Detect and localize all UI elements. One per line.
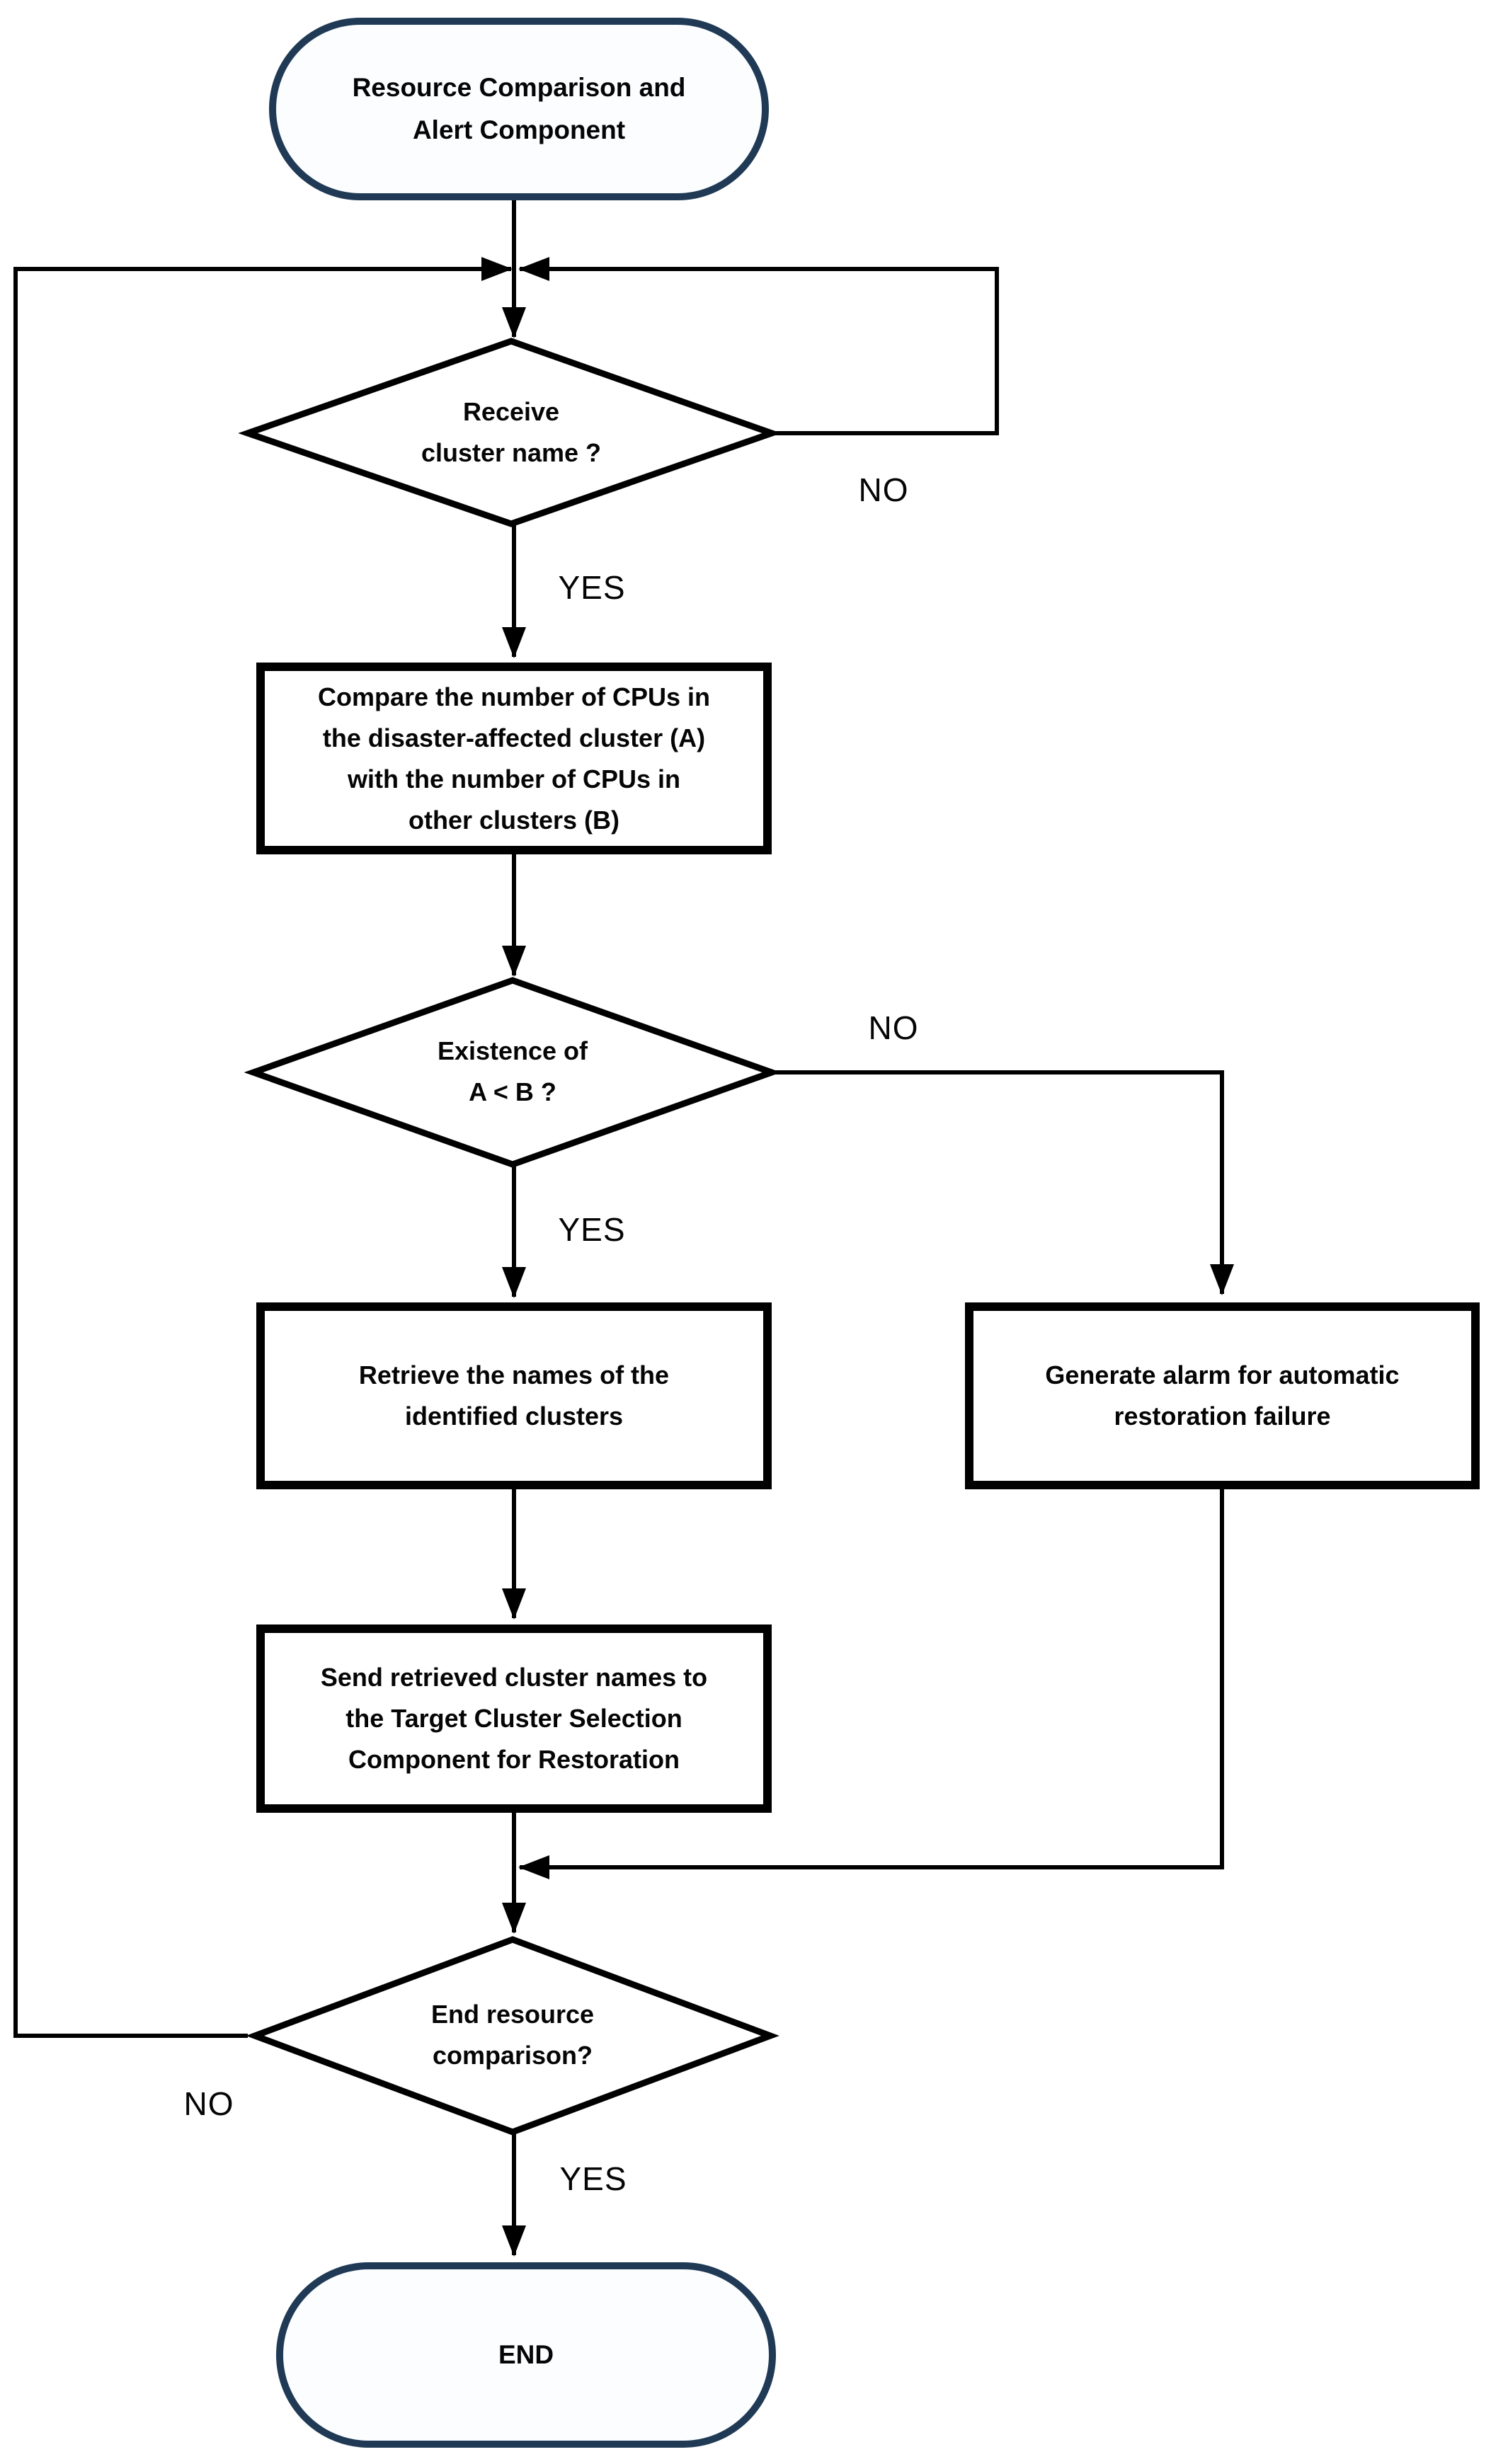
edge-label-exist-no: NO	[868, 1009, 919, 1046]
decision-existence-a-lt-b	[244, 977, 782, 1168]
connector-receive-no-loop	[518, 257, 999, 435]
edge-label-exist-yes: YES	[558, 1211, 626, 1248]
edge-label-receive-yes: YES	[558, 569, 626, 606]
connector-endq-no-loop	[13, 257, 513, 2038]
edge-label-endq-no: NO	[183, 2085, 234, 2122]
terminator-start: Resource Comparison and Alert Component	[269, 18, 769, 200]
process-generate-alarm: Generate alarm for automatic restoration…	[965, 1302, 1480, 1489]
decision-end-resource-comparison	[246, 1936, 779, 2136]
edge-label-receive-no: NO	[858, 471, 909, 508]
connector-alarm-to-merge	[518, 1489, 1224, 1879]
edge-label-endq-yes: YES	[559, 2160, 627, 2197]
terminator-end: END	[276, 2262, 776, 2448]
process-send-cluster-names: Send retrieved cluster names to the Targ…	[256, 1624, 772, 1813]
process-compare-cpus: Compare the number of CPUs in the disast…	[256, 663, 772, 854]
connector-exist-no	[772, 1070, 1234, 1295]
process-retrieve-cluster-names: Retrieve the names of the identified clu…	[256, 1302, 772, 1489]
decision-receive-cluster-name	[238, 338, 782, 527]
